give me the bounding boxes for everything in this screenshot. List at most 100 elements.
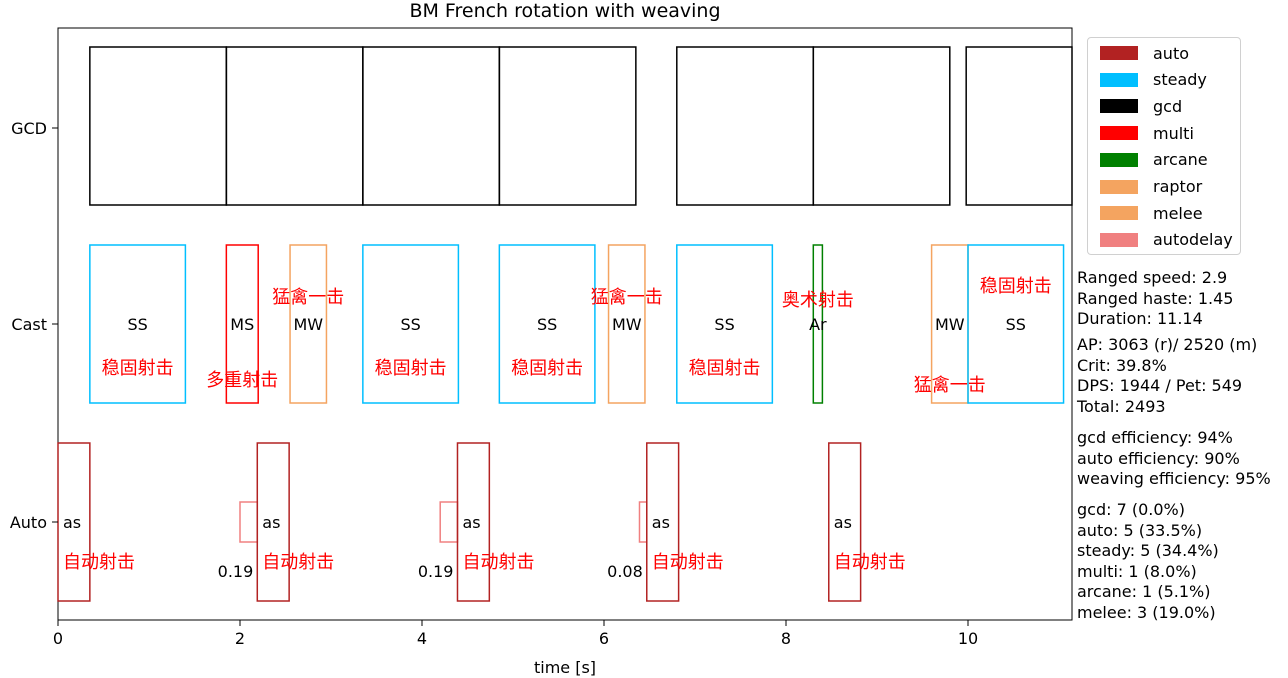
cast-annotation: 稳固射击 — [980, 276, 1052, 297]
cast-annotation: 猛禽一击 — [591, 287, 663, 308]
stats-line: Ranged speed: 2.9 — [1077, 268, 1228, 287]
cast-annotation: 猛禽一击 — [914, 375, 986, 396]
y-tick-label: Cast — [11, 315, 47, 334]
autodelay-bar — [439, 501, 459, 543]
x-tick-label: 6 — [599, 629, 609, 648]
stats-line: weaving efficiency: 95% — [1077, 469, 1271, 488]
autodelay-label: 0.19 — [418, 562, 454, 581]
auto-annotation: 自动射击 — [652, 552, 724, 573]
legend-label: raptor — [1153, 177, 1203, 196]
auto-annotation: 自动射击 — [63, 552, 135, 573]
auto-annotation: 自动射击 — [262, 552, 334, 573]
cast-bar-steady — [362, 244, 460, 404]
plot-area — [57, 27, 1073, 621]
cast-bar-label: SS — [400, 315, 420, 334]
gcd-bar — [965, 46, 1073, 206]
legend-item-auto: auto — [1100, 43, 1189, 63]
stats-line: Duration: 11.14 — [1077, 309, 1203, 328]
legend-item-autodelay: autodelay — [1100, 230, 1233, 250]
cast-bar-label: SS — [127, 315, 147, 334]
legend-item-melee: melee — [1100, 203, 1203, 223]
gcd-bar — [362, 46, 501, 206]
x-tick-label: 4 — [417, 629, 427, 648]
stats-line: auto efficiency: 90% — [1077, 448, 1240, 468]
legend-swatch — [1100, 126, 1138, 141]
cast-annotation: 猛禽一击 — [272, 287, 344, 308]
cast-bar-arcane — [812, 244, 824, 404]
cast-bar-label: MW — [935, 315, 965, 334]
y-tick-label: GCD — [11, 119, 47, 138]
x-tick-label: 10 — [958, 629, 978, 648]
x-tick-label: 2 — [235, 629, 245, 648]
cast-bar-label: MS — [230, 315, 254, 334]
stats-line: arcane: 1 (5.1%) — [1077, 582, 1211, 601]
legend-label: steady — [1153, 70, 1207, 90]
stats-line: gcd: 7 (0.0%) — [1077, 500, 1185, 519]
legend: auto steady gcd multi arcane raptor melee autod… — [1087, 37, 1241, 255]
auto-bar-label: as — [652, 513, 670, 532]
x-axis-label: time [s] — [534, 658, 596, 677]
stats-line: Total: 2493 — [1077, 396, 1166, 416]
stats-line: melee: 3 (19.0%) — [1077, 602, 1216, 622]
legend-swatch — [1100, 72, 1138, 87]
legend-swatch — [1100, 179, 1138, 194]
cast-row: SS稳固射击MS多重射击MW猛禽一击SS稳固射击SS稳固射击MW猛禽一击SS稳固… — [89, 244, 1065, 404]
stats-counts: gcd: 7 (0.0%)auto: 5 (33.5%)steady: 5 (3… — [1077, 500, 1219, 623]
stats-line: AP: 3063 (r)/ 2520 (m) — [1077, 335, 1258, 354]
auto-bar — [646, 442, 680, 602]
x-tick-label: 8 — [781, 629, 791, 648]
autodelay-bar — [239, 501, 259, 543]
legend-swatch — [1100, 99, 1138, 114]
gcd-bar — [676, 46, 815, 206]
legend-item-raptor: raptor — [1100, 177, 1202, 197]
cast-bar-steady — [89, 244, 187, 404]
cast-bar-label: SS — [1006, 315, 1026, 334]
autodelay-label: 0.08 — [607, 562, 643, 581]
legend-swatch — [1100, 232, 1138, 247]
stats-line: gcd efficiency: 94% — [1077, 428, 1233, 447]
stats-efficiency: gcd efficiency: 94%auto efficiency: 90%w… — [1077, 428, 1271, 490]
cast-bar-raptor — [289, 244, 328, 404]
auto-bar — [456, 442, 491, 602]
cast-bar-steady — [967, 244, 1065, 404]
legend-label: auto — [1153, 43, 1190, 63]
cast-annotation: 稳固射击 — [511, 358, 583, 379]
chart-title: BM French rotation with weaving — [409, 0, 720, 22]
gcd-bar — [225, 46, 364, 206]
cast-bar-label: MW — [293, 315, 323, 334]
legend-item-steady: steady — [1100, 70, 1207, 90]
auto-bar-label: as — [262, 513, 280, 532]
y-tick-label: Auto — [10, 513, 47, 532]
legend-label: multi — [1153, 123, 1194, 143]
stats-line: DPS: 1944 / Pet: 549 — [1077, 376, 1243, 395]
legend-label: melee — [1153, 203, 1203, 223]
legend-label: gcd — [1153, 96, 1183, 116]
legend-swatch — [1100, 46, 1138, 60]
auto-bar — [828, 442, 862, 602]
cast-bar-label: Ar — [809, 315, 827, 334]
legend-label: arcane — [1153, 150, 1208, 170]
cast-bar-raptor — [607, 244, 646, 404]
cast-bar-steady — [498, 244, 596, 404]
gcd-bar — [812, 46, 951, 206]
auto-bar-label: as — [462, 513, 480, 532]
legend-label: autodelay — [1153, 230, 1233, 250]
cast-bar-label: MW — [612, 315, 642, 334]
legend-swatch — [1100, 206, 1138, 221]
stats-line: auto: 5 (33.5%) — [1077, 520, 1203, 540]
gcd-row — [89, 46, 1073, 206]
gcd-bar — [89, 46, 228, 206]
cast-annotation: 多重射击 — [206, 370, 278, 391]
cast-bar-label: SS — [537, 315, 557, 334]
stats-line: Crit: 39.8% — [1077, 355, 1167, 375]
stats-line: Ranged haste: 1.45 — [1077, 288, 1234, 308]
cast-annotation: 奥术射击 — [782, 290, 854, 311]
cast-bar-multi — [225, 244, 259, 404]
auto-annotation: 自动射击 — [834, 552, 906, 573]
auto-bar-label: as — [63, 513, 81, 532]
auto-bar — [256, 442, 290, 602]
legend-item-multi: multi — [1100, 123, 1194, 143]
